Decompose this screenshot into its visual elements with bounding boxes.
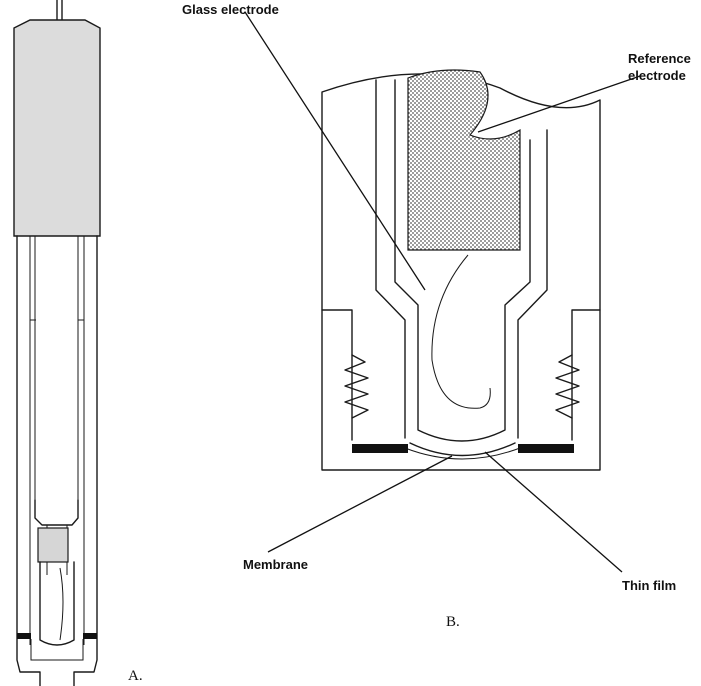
- right-shoulder: [517, 129, 601, 441]
- outer-sheath: [321, 73, 601, 471]
- thin-film-label: Thin film: [622, 578, 676, 593]
- leader-membrane: [267, 455, 453, 553]
- internal-wire: [59, 567, 64, 641]
- membrane-label: Membrane: [243, 557, 308, 572]
- leader-reference-electrode: [477, 75, 641, 133]
- seal-right: [83, 633, 97, 639]
- bulb: [39, 561, 75, 646]
- internal-wire-b: [431, 254, 491, 409]
- outer-body: [16, 235, 98, 686]
- panel-a-label: A.: [128, 668, 143, 684]
- panel-b-detail: [244, 11, 641, 573]
- seal-right-b: [518, 444, 574, 453]
- membrane: [409, 442, 516, 457]
- internal-element: [37, 527, 69, 563]
- leader-glass-electrode: [244, 11, 426, 291]
- inner-tube: [29, 236, 85, 645]
- glass-electrode-label: Glass electrode: [182, 2, 279, 17]
- thin-film: [404, 447, 521, 460]
- inner-glass-tube: [34, 236, 79, 500]
- tip-guard: [30, 639, 84, 661]
- electrode-cap: [13, 19, 101, 237]
- spring-right: [555, 354, 580, 419]
- seal-left-b: [352, 444, 408, 453]
- left-shoulder: [321, 79, 406, 441]
- seal-left: [17, 633, 31, 639]
- reference-electrode-label-line1: Reference: [628, 51, 691, 66]
- reference-electrode-body: [407, 69, 521, 251]
- leader-thin-film: [484, 451, 623, 573]
- reference-electrode-label-line2: electrode: [628, 68, 686, 83]
- panel-a-electrode: [13, 0, 101, 686]
- panel-b-label: B.: [446, 614, 460, 630]
- inner-stem: [34, 499, 79, 526]
- spring-left: [344, 354, 369, 419]
- glass-electrode-tube: [394, 79, 531, 442]
